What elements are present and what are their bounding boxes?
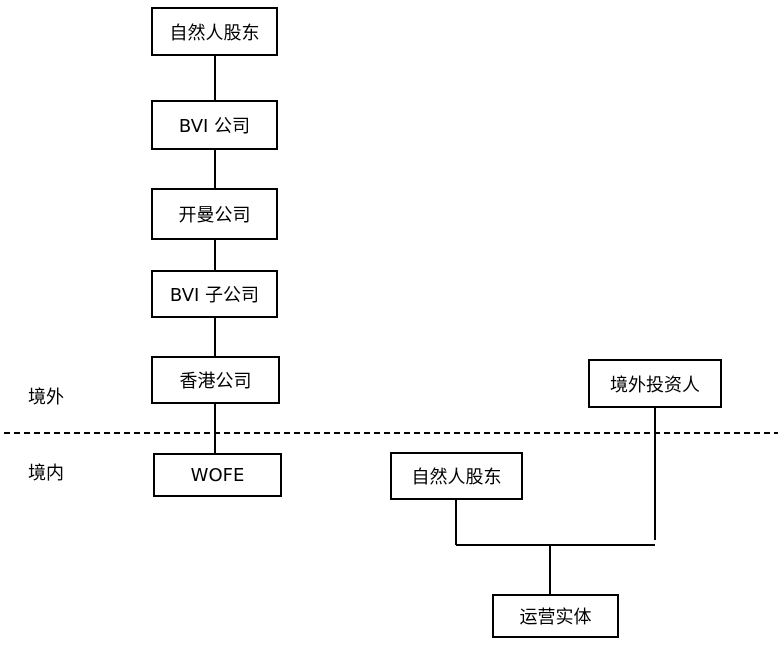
- region-label-overseas: 境外: [28, 387, 64, 408]
- box-label: 自然人股东: [411, 467, 502, 488]
- box-bvi-company: BVI 公司: [151, 100, 278, 150]
- box-label: 境外投资人: [610, 374, 700, 396]
- box-bvi-subsidiary: BVI 子公司: [151, 270, 278, 318]
- box-cayman-company: 开曼公司: [151, 188, 278, 240]
- box-label: WOFE: [190, 464, 245, 486]
- region-label-domestic: 境内: [28, 463, 64, 484]
- box-label: 开曼公司: [178, 205, 251, 226]
- box-label: BVI 公司: [178, 116, 251, 137]
- box-natural-person-shareholder: 自然人股东: [151, 7, 278, 56]
- box-wofe: WOFE: [153, 453, 282, 497]
- box-label: BVI 子公司: [169, 285, 260, 306]
- box-hong-kong-company: 香港公司: [151, 356, 280, 404]
- box-label: 自然人股东: [169, 22, 260, 44]
- box-overseas-investor: 境外投资人: [588, 359, 722, 408]
- box-domestic-shareholder: 自然人股东: [390, 452, 523, 500]
- box-label: 运营实体: [519, 607, 592, 628]
- box-operating-entity: 运营实体: [492, 594, 619, 638]
- box-label: 香港公司: [179, 371, 252, 392]
